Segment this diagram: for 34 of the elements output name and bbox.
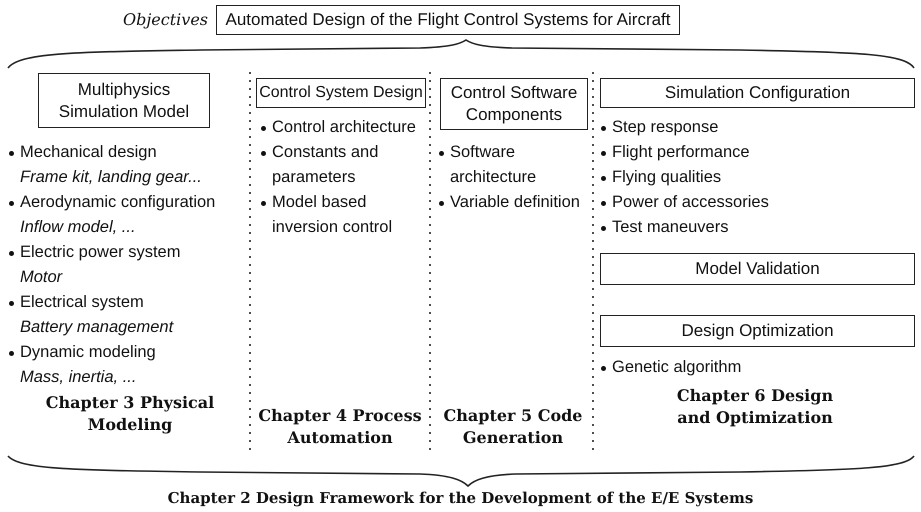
bullet-item: Test maneuvers (598, 215, 898, 240)
bullet-item: Flight performance (598, 140, 898, 165)
detail-note: Frame kit, landing gear... (19, 167, 203, 188)
title-box: Design Optimization (600, 315, 915, 347)
chapter-heading: Chapter 5 Code Generation (442, 405, 584, 449)
bullet-item: Genetic algorithm (598, 355, 898, 380)
caption: Chapter 2 Design Framework for the Development of the E/E Systems (166, 489, 754, 507)
detail-note: Inflow model, ... (19, 217, 137, 238)
detail-note: Battery management (19, 317, 175, 338)
chapter-heading: Chapter 3 Physical Modeling (44, 392, 216, 436)
bullet-item: Variable definition (436, 190, 593, 215)
bullet-item: Flying qualities (598, 165, 898, 190)
bullet-item: Electric power system (6, 240, 246, 265)
bullet-item: Dynamic modeling (6, 340, 246, 365)
bullet-item: Electrical system (6, 290, 246, 315)
title-box: Model Validation (600, 253, 915, 285)
bullet-item: Mechanical design (6, 140, 246, 165)
detail-note: Motor (19, 267, 64, 288)
bullet-item: Step response (598, 115, 898, 140)
title-box: Control Software Components (440, 78, 588, 130)
title-box: Multiphysics Simulation Model (38, 73, 210, 128)
detail-note: Mass, inertia, ... (19, 367, 138, 388)
title-box: Simulation Configuration (600, 78, 915, 108)
bullet-item: Software architecture (436, 140, 566, 190)
chapter-heading: Chapter 4 Process Automation (257, 405, 423, 449)
bullet-item: Control architecture (258, 115, 428, 140)
title-box: Automated Design of the Flight Control Systems for Aircraft (216, 5, 680, 35)
bullet-item: Model based inversion control (258, 190, 423, 240)
side-label: Objectives (122, 10, 208, 29)
bullet-item: Constants and parameters (258, 140, 423, 190)
chapter-heading: Chapter 6 Design and Optimization (676, 385, 834, 429)
bullet-item: Aerodynamic configuration (6, 190, 250, 215)
title-box: Control System Design (256, 78, 426, 108)
bullet-item: Power of accessories (598, 190, 898, 215)
